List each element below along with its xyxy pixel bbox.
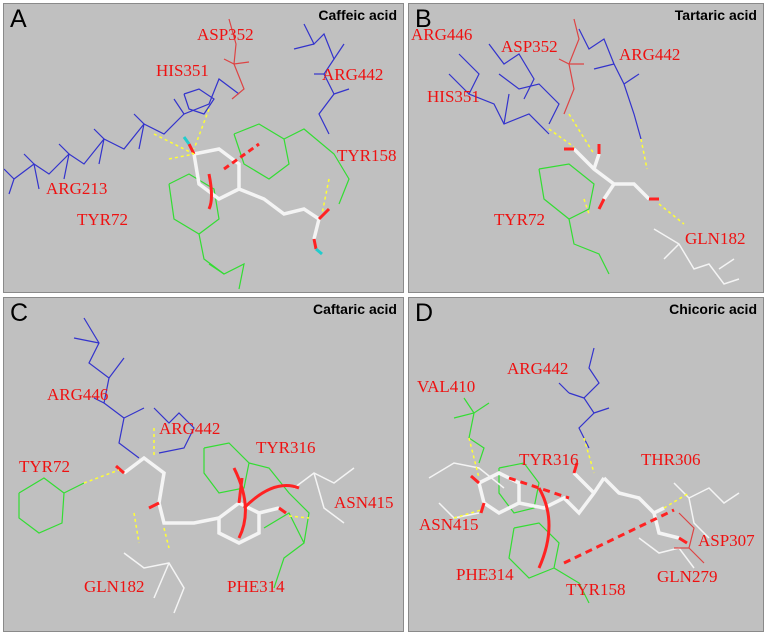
residue-label: TYR72 <box>494 210 545 229</box>
panel-b-title: Tartaric acid <box>674 7 757 23</box>
residue-label: ASP352 <box>197 25 254 44</box>
gln182-residue <box>653 228 740 285</box>
panel-b: B Tartaric acid ARG446 ASP352 ARG442 HIS… <box>408 3 764 293</box>
residue-label: PHE314 <box>227 577 285 596</box>
panel-b-label: B <box>415 5 432 33</box>
panel-d-label: D <box>415 299 434 327</box>
panel-c-structure <box>18 317 355 614</box>
arg-residues <box>448 28 642 140</box>
tyr-residues <box>168 123 350 290</box>
caffeic-acid-ligand <box>192 147 321 240</box>
green-residues <box>453 397 590 604</box>
asp352-residue <box>223 18 250 100</box>
residue-label: ARG446 <box>47 385 109 404</box>
panel-a: A Caffeic acid ASP352 HIS351 ARG442 TYR1… <box>3 3 404 293</box>
hydrogen-bonds <box>548 113 685 225</box>
caftaric-acid-ligand <box>122 455 280 545</box>
residue-label: HIS351 <box>156 61 209 80</box>
residue-label: ARG442 <box>507 359 569 378</box>
asp307-residue <box>674 512 705 564</box>
panel-b-structure <box>448 18 740 285</box>
residue-label: TYR316 <box>519 450 579 469</box>
tartaric-acid-ligand <box>572 147 651 201</box>
arg-residues <box>73 317 195 459</box>
pi-stacking-line <box>223 142 260 171</box>
panel-c: C Caftaric acid ARG446 ARG442 TYR316 TYR… <box>3 297 404 632</box>
residue-label: TYR72 <box>77 210 128 229</box>
residue-label: TYR158 <box>337 146 397 165</box>
residue-label: GLN182 <box>84 577 145 596</box>
residue-label: HIS351 <box>427 87 480 106</box>
hydrogen-bonds <box>453 437 690 519</box>
residue-label: TYR72 <box>19 457 70 476</box>
arg442-residue <box>183 23 350 135</box>
panel-d-structure <box>428 347 740 604</box>
pi-stacking-line <box>563 508 675 565</box>
residue-label: ASN415 <box>334 493 394 512</box>
residue-label: ARG442 <box>619 45 681 64</box>
hydrogen-bonds <box>83 428 310 549</box>
panel-c-label: C <box>10 299 29 327</box>
asp352-residue <box>558 18 584 115</box>
tyr-phe-residues <box>18 442 310 589</box>
residue-label: ASP307 <box>698 531 755 550</box>
oxygen-atoms <box>564 144 659 210</box>
residue-label: ASP352 <box>501 37 558 56</box>
residue-label: ARG213 <box>46 179 108 198</box>
residue-label: THR306 <box>641 450 701 469</box>
residue-label: GLN279 <box>657 567 718 586</box>
panel-c-title: Caftaric acid <box>312 301 397 317</box>
residue-label: ASN415 <box>419 515 479 534</box>
arg213-residue <box>4 78 240 195</box>
panel-a-structure <box>4 18 350 290</box>
pi-stacking-arc <box>207 173 213 210</box>
white-residues <box>123 467 355 614</box>
residue-label: ARG446 <box>411 25 473 44</box>
panel-d: D Chicoric acid ARG442 VAL410 TYR316 THR… <box>408 297 764 632</box>
pi-stacking-arc <box>537 487 551 569</box>
residue-label: PHE314 <box>456 565 514 584</box>
oxygen-atoms <box>187 143 331 250</box>
residue-label: TYR158 <box>566 580 626 599</box>
arg442-residue <box>558 347 610 449</box>
tyr72-residue <box>538 163 610 275</box>
hydrogen-bonds <box>153 108 330 215</box>
panel-a-label: A <box>10 5 27 33</box>
residue-label: ARG442 <box>159 419 221 438</box>
pi-stacking-arc <box>242 484 300 510</box>
oxygen-atoms <box>115 464 287 515</box>
pi-stacking-line <box>508 476 570 500</box>
residue-label: TYR316 <box>256 438 316 457</box>
residue-label: ARG442 <box>322 65 384 84</box>
oxygen-atoms <box>470 462 688 545</box>
hydrogen-atoms <box>182 136 323 256</box>
residue-label: GLN182 <box>685 229 746 248</box>
panel-a-title: Caffeic acid <box>318 7 397 23</box>
residue-label: VAL410 <box>417 377 476 396</box>
panel-d-title: Chicoric acid <box>669 301 757 317</box>
